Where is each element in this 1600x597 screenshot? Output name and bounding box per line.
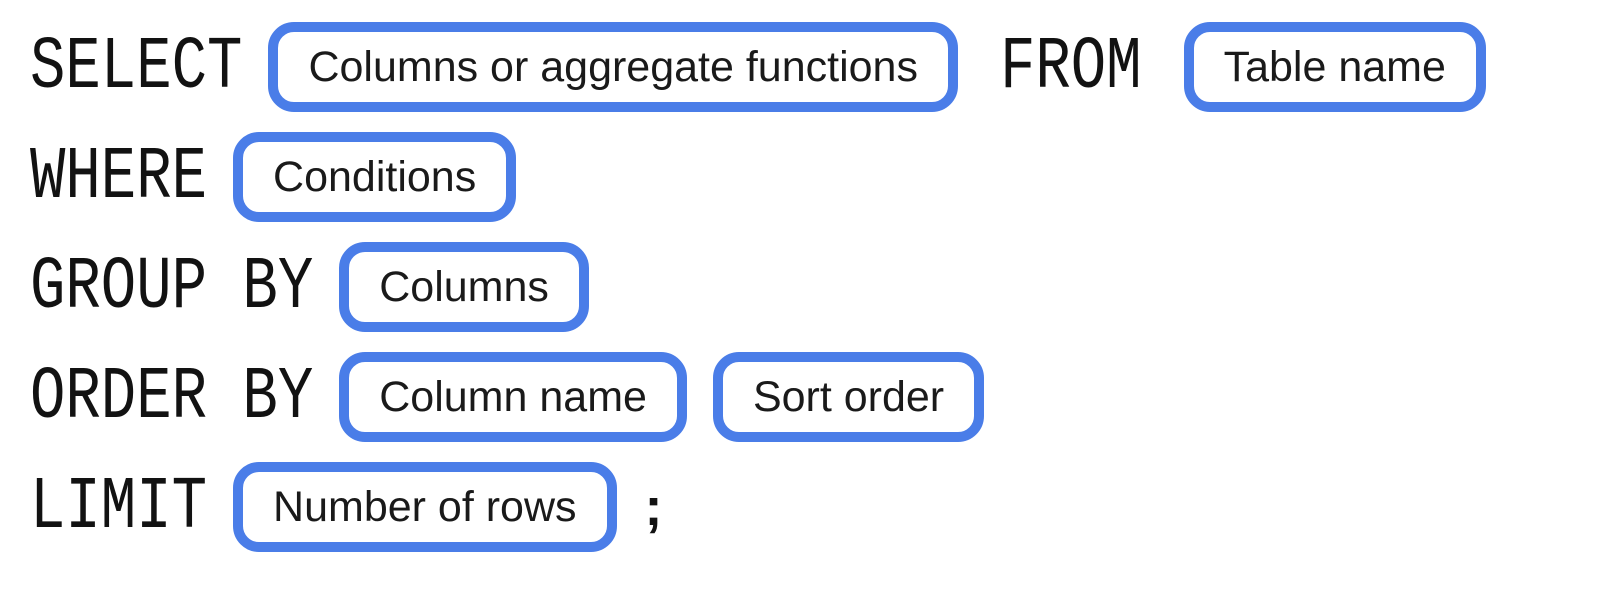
- pill-number-of-rows: Number of rows: [233, 462, 617, 552]
- pill-label: Columns or aggregate functions: [308, 42, 918, 91]
- pill-label: Conditions: [273, 152, 477, 201]
- pill-column-name: Column name: [339, 352, 687, 442]
- pill-columns: Columns: [339, 242, 589, 332]
- syntax-row-order-by: ORDER BY Column name Sort order: [30, 352, 1600, 442]
- pill-label: Number of rows: [273, 482, 577, 531]
- pill-conditions: Conditions: [233, 132, 517, 222]
- pill-label: Sort order: [752, 372, 945, 421]
- keyword-from: FROM: [999, 24, 1142, 110]
- pill-sort-order: Sort order: [712, 352, 985, 442]
- syntax-row-group-by: GROUP BY Columns: [30, 242, 1600, 332]
- pill-columns-or-aggregate-functions: Columns or aggregate functions: [268, 22, 958, 112]
- keyword-limit: LIMIT: [30, 464, 208, 550]
- keyword-order-by: ORDER BY: [30, 354, 314, 440]
- pill-label: Columns: [379, 262, 549, 311]
- pill-label: Column name: [379, 372, 647, 421]
- keyword-select: SELECT: [30, 24, 243, 110]
- syntax-row-limit: LIMIT Number of rows ;: [30, 462, 1600, 552]
- pill-label: Table name: [1223, 42, 1446, 91]
- sql-syntax-diagram: SELECT Columns or aggregate functions FR…: [30, 22, 1600, 552]
- pill-table-name: Table name: [1183, 22, 1486, 112]
- keyword-group-by: GROUP BY: [30, 244, 314, 330]
- statement-terminator-semicolon: ;: [644, 477, 663, 537]
- syntax-row-where: WHERE Conditions: [30, 132, 1600, 222]
- keyword-where: WHERE: [30, 134, 208, 220]
- syntax-row-select-from: SELECT Columns or aggregate functions FR…: [30, 22, 1600, 112]
